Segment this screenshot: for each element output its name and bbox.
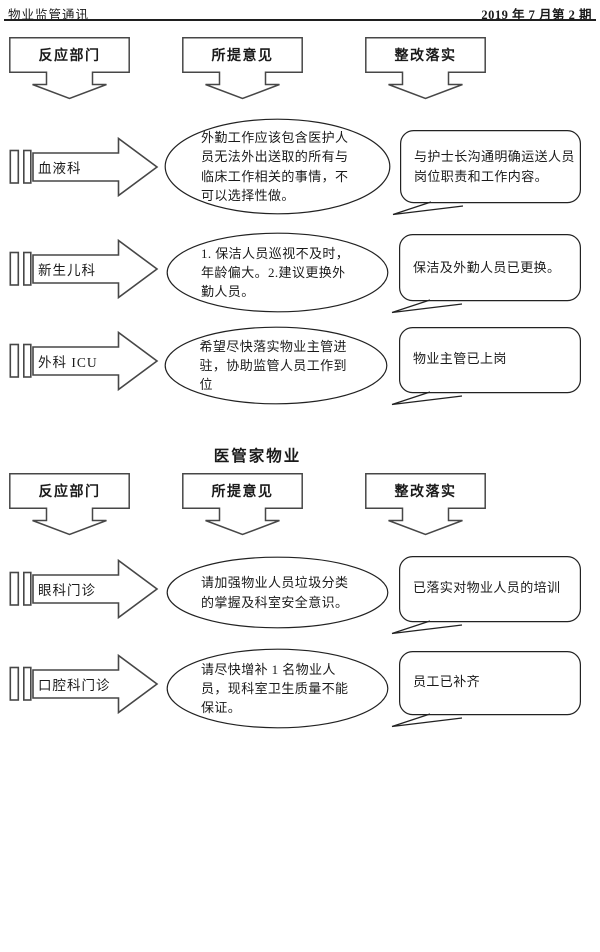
- column-header-label: 整改落实: [394, 49, 457, 64]
- dept-block-arrow-shape: [9, 330, 159, 392]
- action-callout: [391, 326, 582, 406]
- header-box-down-arrow-shape: [9, 473, 130, 536]
- opinion-ellipse: [164, 118, 391, 215]
- action-callout: [392, 129, 582, 216]
- opinion-text: 1. 保洁人员巡视不及时，年龄偏大。2.建议更换外勤人员。: [201, 245, 350, 300]
- action-text: 与护士长沟通明确运送人员岗位职责和工作内容。: [414, 149, 575, 184]
- opinion-ellipse: [166, 648, 389, 729]
- opinion-ellipse: [166, 232, 389, 313]
- action-text: 员工已补齐: [413, 674, 481, 690]
- dept-arrow-waike-icu: 外科 ICU: [8, 330, 160, 392]
- opinion-bubble-row3: 希望尽快落实物业主管进驻，协助监管人员工作到位: [164, 326, 388, 405]
- opinion-bubble-row1: 外勤工作应该包含医护人员无法外出送取的所有与临床工作相关的事情，不可以选择性做。: [164, 118, 391, 215]
- issue-date: 2019 年 7 月第 2 期: [481, 8, 592, 22]
- opinion-bubble-row5: 请尽快增补 1 名物业人员，现科室卫生质量不能保证。: [166, 648, 389, 729]
- opinion-text: 请尽快增补 1 名物业人员，现科室卫生质量不能保证。: [201, 661, 349, 716]
- column-header-label: 反应部门: [38, 485, 101, 500]
- dept-block-arrow-shape: [9, 238, 159, 300]
- header-box-down-arrow-shape: [365, 473, 486, 536]
- opinion-text: 请加强物业人员垃圾分类的掌握及科室安全意识。: [201, 575, 349, 610]
- column-header-action-2: 整改落实: [365, 473, 486, 539]
- action-callout: [391, 650, 582, 728]
- column-header-label: 反应部门: [38, 49, 101, 64]
- header-box-down-arrow-shape: [9, 37, 130, 100]
- action-text: 已落实对物业人员的培训: [413, 580, 561, 596]
- header-rule: [4, 19, 596, 21]
- newsletter-title: 物业监管通讯: [8, 8, 90, 22]
- dept-label: 新生儿科: [38, 263, 96, 278]
- dept-label: 眼科门诊: [38, 583, 96, 598]
- column-header-dept-1: 反应部门: [9, 37, 130, 103]
- dept-block-arrow-shape: [9, 558, 159, 620]
- dept-label: 外科 ICU: [38, 355, 98, 370]
- dept-label: 血液科: [38, 161, 82, 176]
- action-text: 保洁及外勤人员已更换。: [413, 259, 561, 275]
- column-header-dept-2: 反应部门: [9, 473, 130, 539]
- dept-block-arrow-shape: [9, 653, 159, 715]
- opinion-text: 外勤工作应该包含医护人员无法外出送取的所有与临床工作相关的事情，不可以选择性做。: [201, 130, 349, 203]
- column-header-opinion-2: 所提意见: [182, 473, 303, 539]
- column-header-action-1: 整改落实: [365, 37, 486, 103]
- opinion-text: 希望尽快落实物业主管进驻，协助监管人员工作到位: [199, 338, 347, 393]
- action-bubble-row4: 已落实对物业人员的培训: [400, 556, 581, 620]
- action-callout: [391, 555, 582, 635]
- column-header-label: 所提意见: [211, 485, 274, 500]
- column-header-label: 整改落实: [394, 485, 457, 500]
- dept-arrow-yanke: 眼科门诊: [8, 558, 160, 620]
- column-header-label: 所提意见: [211, 49, 274, 64]
- opinion-bubble-row2: 1. 保洁人员巡视不及时，年龄偏大。2.建议更换外勤人员。: [166, 232, 389, 313]
- section2-title: 医管家物业: [213, 448, 302, 465]
- action-bubble-row1: 与护士长沟通明确运送人员岗位职责和工作内容。: [401, 131, 581, 202]
- dept-label: 口腔科门诊: [38, 678, 111, 693]
- page-header: 物业监管通讯 2019 年 7 月第 2 期: [8, 4, 592, 22]
- opinion-ellipse: [164, 326, 388, 405]
- opinion-ellipse: [166, 556, 389, 629]
- action-text: 物业主管已上岗: [413, 351, 507, 367]
- action-bubble-row2: 保洁及外勤人员已更换。: [400, 235, 581, 300]
- header-box-down-arrow-shape: [182, 473, 303, 536]
- column-header-opinion-1: 所提意见: [182, 37, 303, 103]
- action-bubble-row5: 员工已补齐: [400, 651, 581, 713]
- header-box-down-arrow-shape: [365, 37, 486, 100]
- action-callout: [391, 233, 582, 314]
- opinion-bubble-row4: 请加强物业人员垃圾分类的掌握及科室安全意识。: [166, 556, 389, 629]
- dept-block-arrow-shape: [9, 136, 159, 198]
- dept-arrow-xueyeke: 血液科: [8, 136, 160, 198]
- dept-arrow-kouqiangke: 口腔科门诊: [8, 653, 160, 715]
- dept-arrow-xinshengerke: 新生儿科: [8, 238, 160, 300]
- header-box-down-arrow-shape: [182, 37, 303, 100]
- action-bubble-row3: 物业主管已上岗: [400, 327, 581, 391]
